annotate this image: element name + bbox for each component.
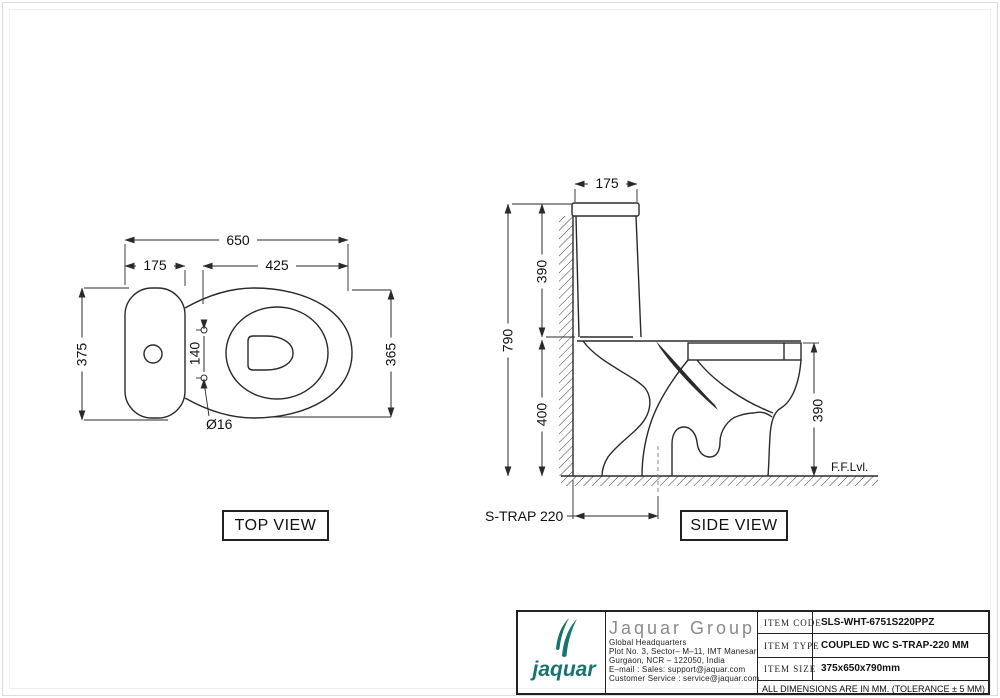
address-line: Customer Service : service@jaquar.com (609, 673, 760, 683)
address-line: Gurgaon, NCR – 122050, India (609, 655, 725, 665)
side-view-label: SIDE VIEW (680, 510, 788, 541)
cistern-back-edge (575, 215, 580, 338)
dim-pan-height: 400 (534, 397, 550, 432)
top-view-dimension-lines (78, 236, 395, 421)
dim-trap-distance: S-TRAP 220 (485, 508, 564, 524)
trap-ledge (753, 411, 773, 418)
dim-bowl-width: 365 (383, 337, 399, 372)
title-block-divider (812, 612, 813, 680)
item-code-value: SLS-WHT-6751S220PPZ (821, 617, 935, 628)
floor-hatch (561, 476, 878, 486)
bowl-interior-curve (696, 359, 774, 414)
item-code-label: ITEM CODE (764, 618, 822, 628)
dim-overall-width: 375 (74, 337, 90, 372)
trapway-back-curve (641, 359, 689, 477)
address-line: Plot No. 3, Sector– M–11, IMT Manesar (609, 646, 757, 656)
dim-hinge-hole-diameter: Ø16 (206, 416, 233, 432)
cistern-front-edge (635, 215, 642, 338)
dim-tank-width: 175 (136, 258, 174, 273)
side-view-extension-lines (512, 189, 819, 519)
item-type-label: ITEM TYPE (764, 641, 820, 651)
tolerance-note: ALL DIMENSIONS ARE IN MM. (TOLERANCE ± 5… (762, 684, 985, 694)
company-name: Jaquar Group (609, 618, 756, 638)
item-size-value: 375x650x790mm (821, 663, 900, 674)
title-block-divider (757, 657, 988, 658)
seat-profile (687, 342, 802, 361)
item-type-value: COUPLED WC S-TRAP-220 MM (821, 640, 969, 651)
top-view-label: TOP VIEW (222, 510, 329, 541)
water-surface-outline (247, 335, 294, 371)
dim-overall-length: 650 (219, 233, 257, 248)
top-view-drawing (124, 287, 353, 419)
title-block-divider (757, 633, 988, 634)
top-view-extension-lines (84, 244, 391, 421)
dim-overall-height: 790 (500, 323, 516, 358)
title-block-divider (605, 612, 606, 693)
dim-tank-height: 390 (534, 254, 550, 289)
dim-tank-depth: 175 (588, 176, 626, 191)
company-address: Global Headquarters Plot No. 3, Sector– … (609, 638, 760, 684)
brand-wordmark: jaquar (532, 658, 596, 681)
address-line: Global Headquarters (609, 638, 687, 647)
floor-level-label: F.F.Lvl. (831, 460, 869, 474)
wall-hatch (559, 216, 573, 476)
title-block-divider (757, 612, 758, 693)
bowl-outer-outline (184, 287, 353, 419)
s-trap-curve (671, 412, 755, 476)
dim-rim-height: 390 (810, 393, 826, 428)
jaquar-logo-icon (556, 618, 577, 657)
bowl-front-outline (767, 359, 802, 477)
dim-hinge-hole-spacing: 140 (187, 336, 203, 371)
cistern-top-outline (124, 287, 186, 419)
flush-button (143, 344, 163, 364)
dim-bowl-length: 425 (258, 258, 296, 273)
title-block-divider (757, 680, 988, 681)
address-line: E–mail : Sales: support@jaquar.com (609, 664, 746, 674)
title-block: jaquar Jaquar Group Global Headquarters … (516, 610, 990, 695)
bowl-inner-rim (225, 306, 329, 400)
side-view-drawing (559, 202, 878, 494)
cistern-lid (571, 202, 640, 217)
pedestal-back-outline (582, 340, 651, 477)
item-size-label: ITEM SIZE (764, 664, 817, 674)
bowl-section-wedge (656, 341, 718, 410)
